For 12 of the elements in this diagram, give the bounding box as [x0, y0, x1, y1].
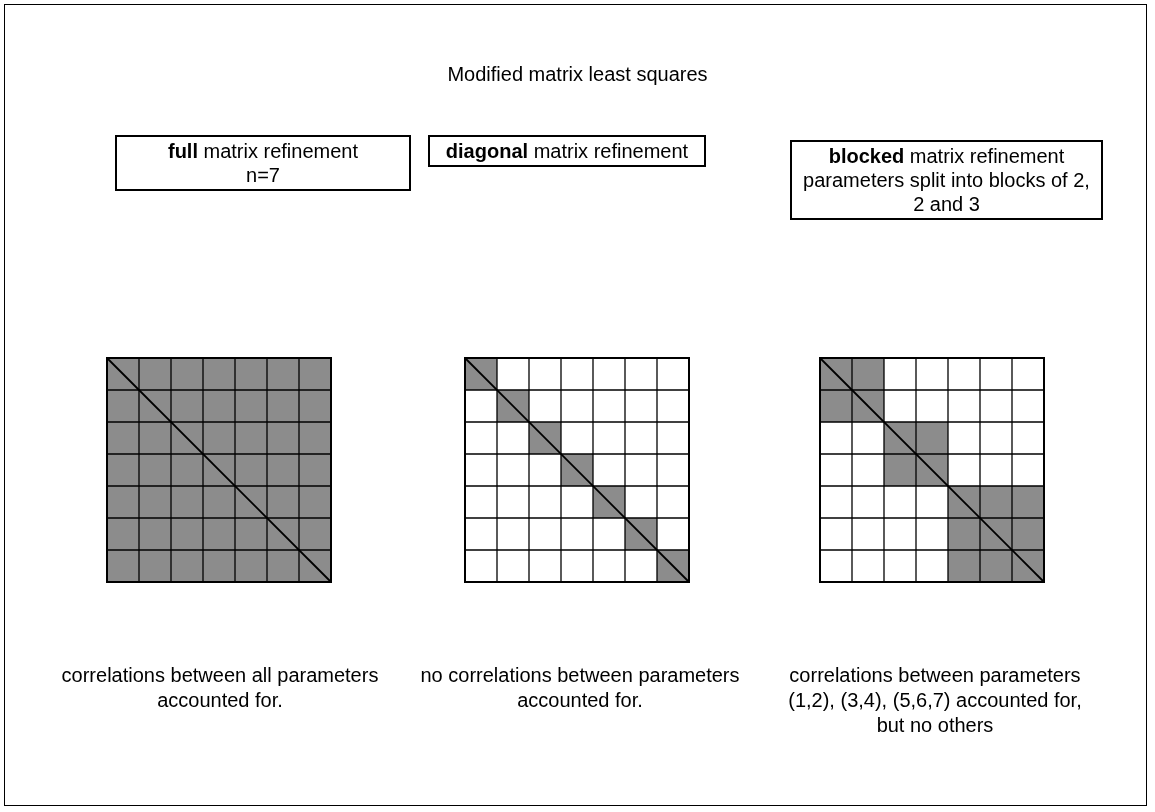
text-box	[115, 135, 411, 191]
box-text: n=7	[245, 163, 281, 187]
box-heading: full matrix refinement	[166, 139, 360, 163]
box-heading: diagonal matrix refinement	[444, 139, 690, 163]
text-box	[790, 140, 1103, 220]
caption: no correlations between parameters accounted for.	[420, 663, 740, 713]
box-text: parameters split into blocks of 2, 2 and 3	[802, 168, 1091, 216]
title: Modified matrix least squares	[446, 62, 709, 86]
text-box	[428, 135, 706, 167]
caption: correlations between all parameters accounted for.	[60, 663, 380, 713]
box-heading: blocked matrix refinement	[827, 144, 1066, 168]
caption: correlations between parameters (1,2), (3,4), (5,6,7) accounted for, but no others	[787, 663, 1083, 738]
